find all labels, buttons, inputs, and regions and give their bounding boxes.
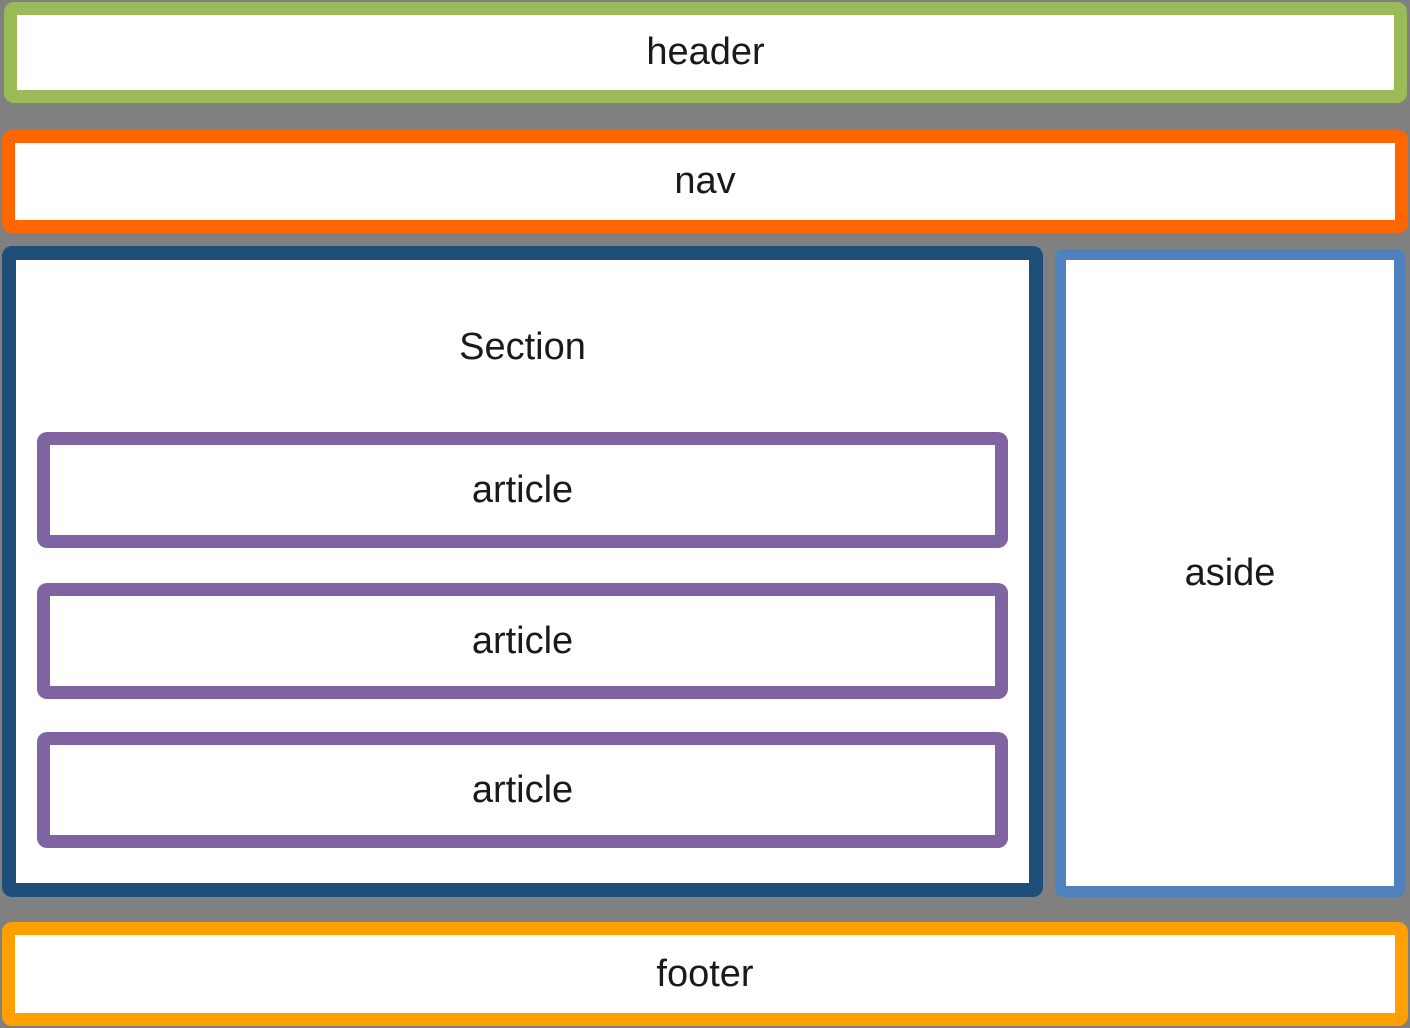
article-label: article <box>471 768 574 811</box>
article-label: article <box>471 619 574 662</box>
footer-box: footer <box>2 922 1408 1026</box>
article-box: article <box>37 432 1008 548</box>
footer-label: footer <box>656 952 754 995</box>
nav-box: nav <box>2 130 1408 233</box>
aside-label: aside <box>1184 551 1276 594</box>
section-box: Section article article article <box>2 246 1043 897</box>
article-label: article <box>471 468 574 511</box>
section-label: Section <box>459 326 586 368</box>
header-box: header <box>4 2 1407 103</box>
nav-label: nav <box>674 160 736 202</box>
header-label: header <box>646 31 765 73</box>
aside-box: aside <box>1055 249 1405 897</box>
article-box: article <box>37 732 1008 848</box>
article-box: article <box>37 583 1008 699</box>
